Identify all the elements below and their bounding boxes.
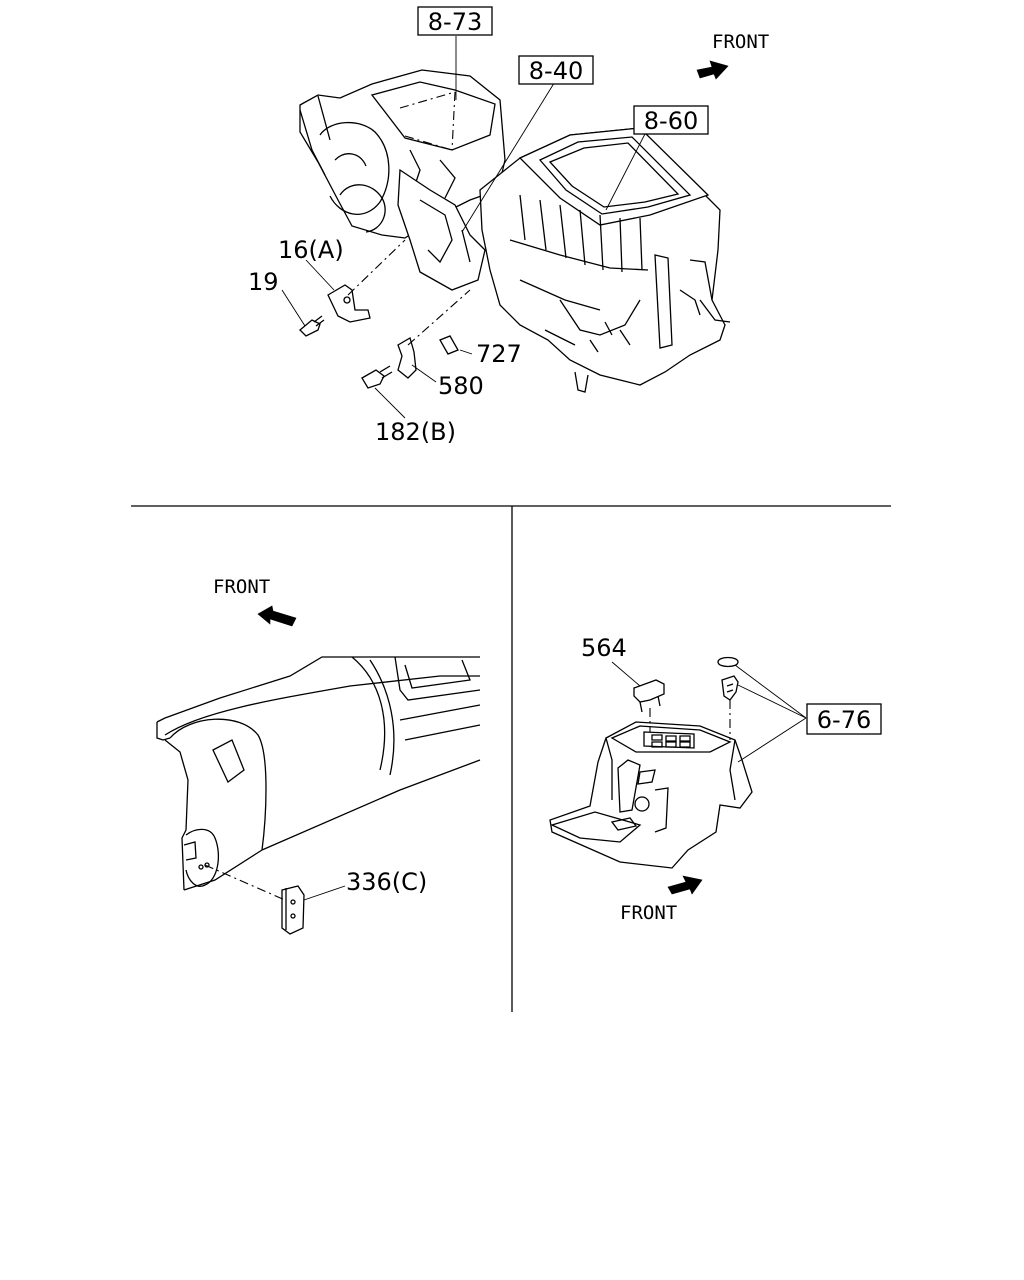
leader-6-76-a	[734, 664, 807, 719]
screw-6-76-part	[717, 656, 739, 701]
screw-19-part	[299, 315, 325, 337]
part-580-label: 580	[438, 372, 484, 400]
clip-564-part	[633, 679, 665, 713]
leader-182b	[374, 387, 406, 419]
ref-box-8-60[interactable]: 8-60	[633, 105, 709, 135]
front-arrow-left-icon	[257, 605, 297, 627]
front-label-right: FRONT	[620, 902, 677, 924]
front-arrow-top-icon	[696, 60, 729, 80]
part-19-label: 19	[248, 268, 279, 296]
leader-727	[459, 349, 473, 355]
console-assembly	[549, 721, 753, 869]
front-label-left: FRONT	[213, 576, 270, 598]
front-arrow-right-icon	[667, 875, 703, 895]
bracket-336c-part	[281, 885, 305, 935]
dashboard-assembly	[156, 656, 481, 891]
leader-6-76-b	[737, 684, 807, 719]
assembly-line-336c	[204, 864, 286, 901]
leader-564	[611, 661, 641, 687]
assembly-line-580	[407, 289, 471, 346]
part-564-label: 564	[581, 634, 627, 662]
assembly-line-16a	[347, 239, 406, 296]
ref-box-6-76[interactable]: 6-76	[806, 703, 882, 735]
leader-8-40	[461, 79, 557, 233]
front-label-top: FRONT	[712, 31, 769, 53]
leader-6-76-c	[737, 717, 807, 763]
front-indicator-left: FRONT	[213, 576, 297, 627]
ref-8-60-label: 8-60	[644, 107, 698, 135]
front-indicator-top: FRONT	[696, 31, 769, 80]
ref-8-73-label: 8-73	[428, 8, 482, 36]
leader-19	[281, 289, 306, 327]
leader-336c	[303, 885, 346, 901]
part-336c-label: 336(C)	[346, 868, 427, 896]
ref-8-40-label: 8-40	[529, 57, 583, 85]
screw-182b-part	[361, 365, 393, 389]
ref-box-8-73[interactable]: 8-73	[417, 6, 493, 36]
leader-16a	[305, 259, 335, 291]
leader-580	[411, 364, 437, 383]
clip-727-part	[439, 335, 459, 355]
leader-8-60	[605, 131, 647, 211]
bracket-580-part	[397, 337, 417, 379]
part-182b-label: 182(B)	[375, 418, 456, 446]
hvac-assembly	[299, 69, 731, 393]
part-727-label: 727	[476, 340, 522, 368]
bracket-16a-part	[327, 284, 371, 323]
ref-box-8-40[interactable]: 8-40	[518, 55, 594, 85]
front-indicator-right: FRONT	[620, 875, 703, 924]
part-16a-label: 16(A)	[278, 236, 344, 264]
ref-6-76-label: 6-76	[817, 706, 871, 734]
